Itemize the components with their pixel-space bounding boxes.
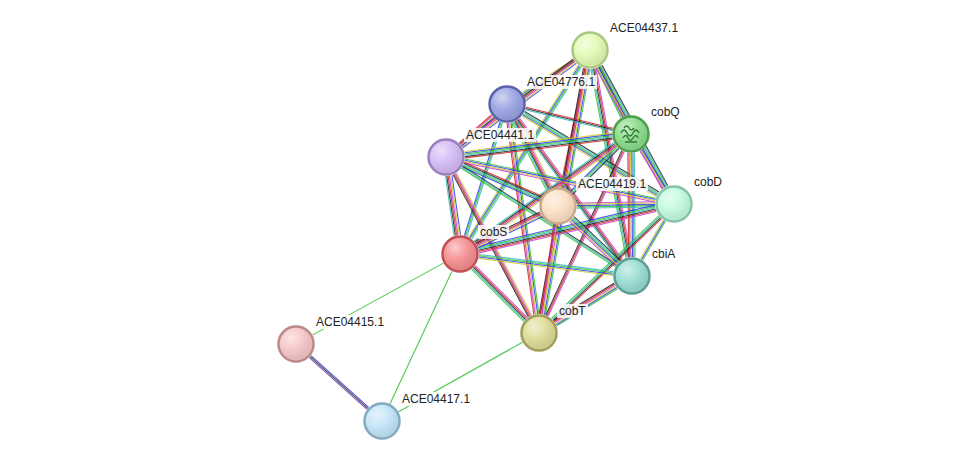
node-label: cobT — [557, 304, 588, 318]
interaction-edge — [474, 143, 617, 245]
node-label: cobQ — [649, 105, 682, 119]
node-label: cbiA — [650, 247, 677, 261]
protein-node: cobT — [520, 314, 558, 352]
node-label: ACE04441.1 — [464, 128, 536, 142]
node-circle — [488, 85, 526, 123]
protein-node: cobD — [655, 185, 693, 223]
node-circle — [539, 187, 577, 225]
interaction-edge — [554, 283, 618, 326]
interaction-edge — [541, 225, 557, 315]
interaction-edge — [313, 263, 444, 335]
interaction-edge — [525, 107, 613, 131]
interaction-edge — [390, 271, 452, 404]
node-label: ACE04417.1 — [400, 392, 472, 406]
node-circle — [441, 235, 479, 273]
node-label: ACE04437.1 — [608, 21, 680, 35]
node-circle — [427, 138, 465, 176]
interaction-edge — [479, 254, 614, 275]
node-circle — [571, 31, 609, 69]
interaction-edge — [476, 212, 542, 248]
protein-node: ACE04417.1 — [363, 402, 401, 440]
protein-node: ACE04776.1 — [488, 85, 526, 123]
protein-node: ACE04415.1 — [277, 325, 315, 363]
interaction-edge — [570, 217, 621, 266]
node-circle — [363, 402, 401, 440]
protein-node: ACE04419.1 — [539, 187, 577, 225]
node-label: ACE04419.1 — [576, 177, 648, 191]
node-circle — [277, 325, 315, 363]
node-circle — [520, 314, 558, 352]
interaction-edge — [472, 266, 528, 322]
node-label: cobD — [692, 175, 724, 189]
node-label: ACE04415.1 — [314, 315, 386, 329]
interaction-edge — [309, 356, 368, 410]
protein-node: cbiA — [613, 257, 651, 295]
node-circle — [613, 257, 651, 295]
protein-node: cobS — [441, 235, 479, 273]
node-label: cobS — [478, 225, 509, 239]
node-circle — [612, 115, 650, 153]
interaction-edge — [399, 342, 523, 411]
node-circle — [655, 185, 693, 223]
protein-node: ACE04437.1 — [571, 31, 609, 69]
protein-node: ACE04441.1 — [427, 138, 465, 176]
protein-node: cobQ — [612, 115, 650, 153]
node-label: ACE04776.1 — [525, 75, 597, 89]
